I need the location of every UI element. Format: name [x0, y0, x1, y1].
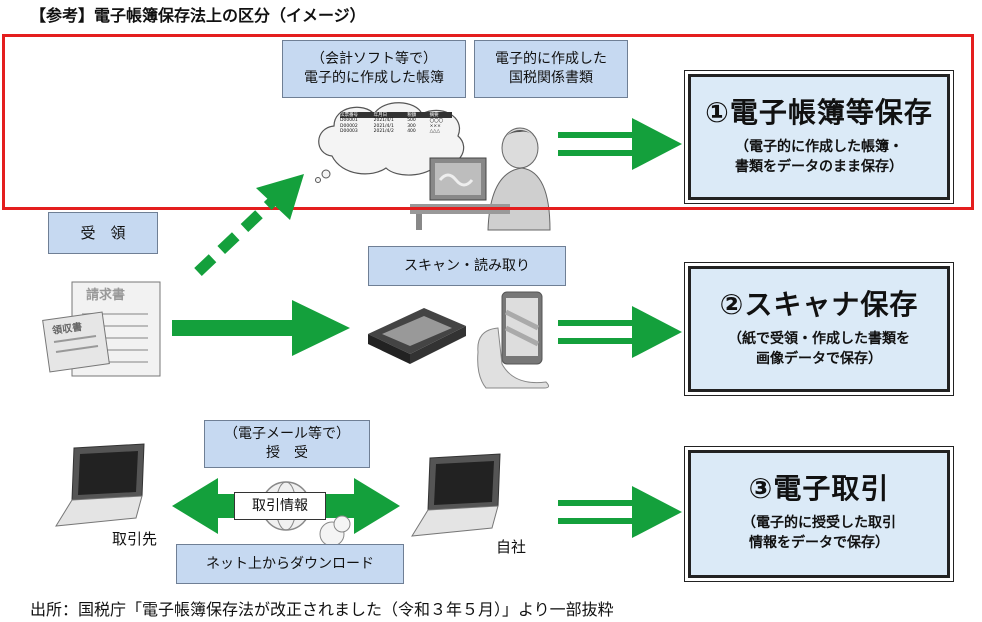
- email-label-line1: （電子メール等で）: [224, 426, 350, 443]
- own-company-label: 自社: [496, 538, 527, 556]
- laptop-counterparty-icon: [55, 443, 145, 527]
- result-scanner-sub2: 画像データで保存）: [756, 351, 882, 368]
- scanner-icon: [368, 308, 466, 364]
- invoice-text: 請求書: [86, 288, 126, 303]
- result-scanner-sub1: （紙で受領・作成した書類を: [728, 331, 910, 347]
- result-electronic-transactions-sub1: （電子的に授受した取引: [742, 515, 896, 531]
- email-label: （電子メール等で） 授 受: [204, 420, 370, 468]
- result-scanner-title: ②スキャナ保存: [719, 288, 919, 321]
- counterparty-label: 取引先: [112, 530, 158, 548]
- smartphone-hand-icon: [477, 291, 550, 389]
- scan-label: スキャン・読み取り: [368, 246, 566, 286]
- result-electronic-transactions-sub2: 情報をデータで保存）: [749, 535, 889, 552]
- result-electronic-books: ①電子帳簿等保存 （電子的に作成した帳簿・書類をデータのまま保存）: [684, 70, 954, 204]
- tax-label-line1: 電子的に作成した: [495, 51, 607, 68]
- tax-document-label: 電子的に作成した 国税関係書類: [474, 40, 628, 98]
- small-cloud-icon: [319, 515, 351, 547]
- source-citation: 出所：国税庁「電子帳簿保存法が改正されました（令和３年５月）」より一部抜粋: [30, 600, 614, 619]
- result-electronic-books-title: ①電子帳簿等保存: [705, 96, 933, 129]
- ledger-header: 伝票番号 年月日 税額 摘要: [340, 112, 452, 118]
- software-label-line1: （会計ソフト等で）: [311, 51, 437, 68]
- dashed-arrow-icon: [194, 174, 304, 276]
- trade-info-label: 取引情報: [234, 492, 326, 520]
- download-label: ネット上からダウンロード: [176, 544, 404, 584]
- result-electronic-books-sub2: 書類をデータのまま保存）: [735, 159, 903, 176]
- laptop-own-company-icon: [411, 453, 501, 537]
- ledger-table: 伝票番号 年月日 税額 摘要 D00001 2021/4/1 500 〇〇〇 D…: [340, 112, 452, 134]
- tax-label-line2: 国税関係書類: [509, 70, 593, 86]
- result-electronic-transactions-title: ③電子取引: [748, 472, 890, 505]
- software-ledger-label: （会計ソフト等で） 電子的に作成した帳簿: [282, 40, 466, 98]
- arrow-to-electronic-books-icon: [558, 118, 682, 170]
- receive-label: 受 領: [48, 212, 158, 254]
- highlight-box: [2, 34, 974, 210]
- arrow-to-scanner-storage-icon: [558, 306, 682, 358]
- arrow-to-electronic-transactions-icon: [558, 486, 682, 538]
- table-row: D00002 2021/4/1 300 ×××: [340, 124, 441, 129]
- table-row: D00003 2021/4/2 400 △△△: [340, 129, 440, 134]
- table-row: D00001 2021/4/1 500 〇〇〇: [340, 118, 444, 124]
- result-electronic-books-sub1: （電子的に作成した帳簿・: [735, 139, 903, 155]
- software-label-line2: 電子的に作成した帳簿: [304, 70, 444, 86]
- page-title: 【参考】電子帳簿保存法上の区分（イメージ）: [30, 6, 366, 25]
- email-label-line2: 授 受: [266, 445, 308, 461]
- arrow-to-scanner-icon: [172, 300, 350, 356]
- result-scanner: ②スキャナ保存 （紙で受領・作成した書類を画像データで保存）: [684, 262, 954, 396]
- result-electronic-transactions: ③電子取引 （電子的に授受した取引情報をデータで保存）: [684, 446, 954, 582]
- paper-documents-icon: [42, 281, 161, 377]
